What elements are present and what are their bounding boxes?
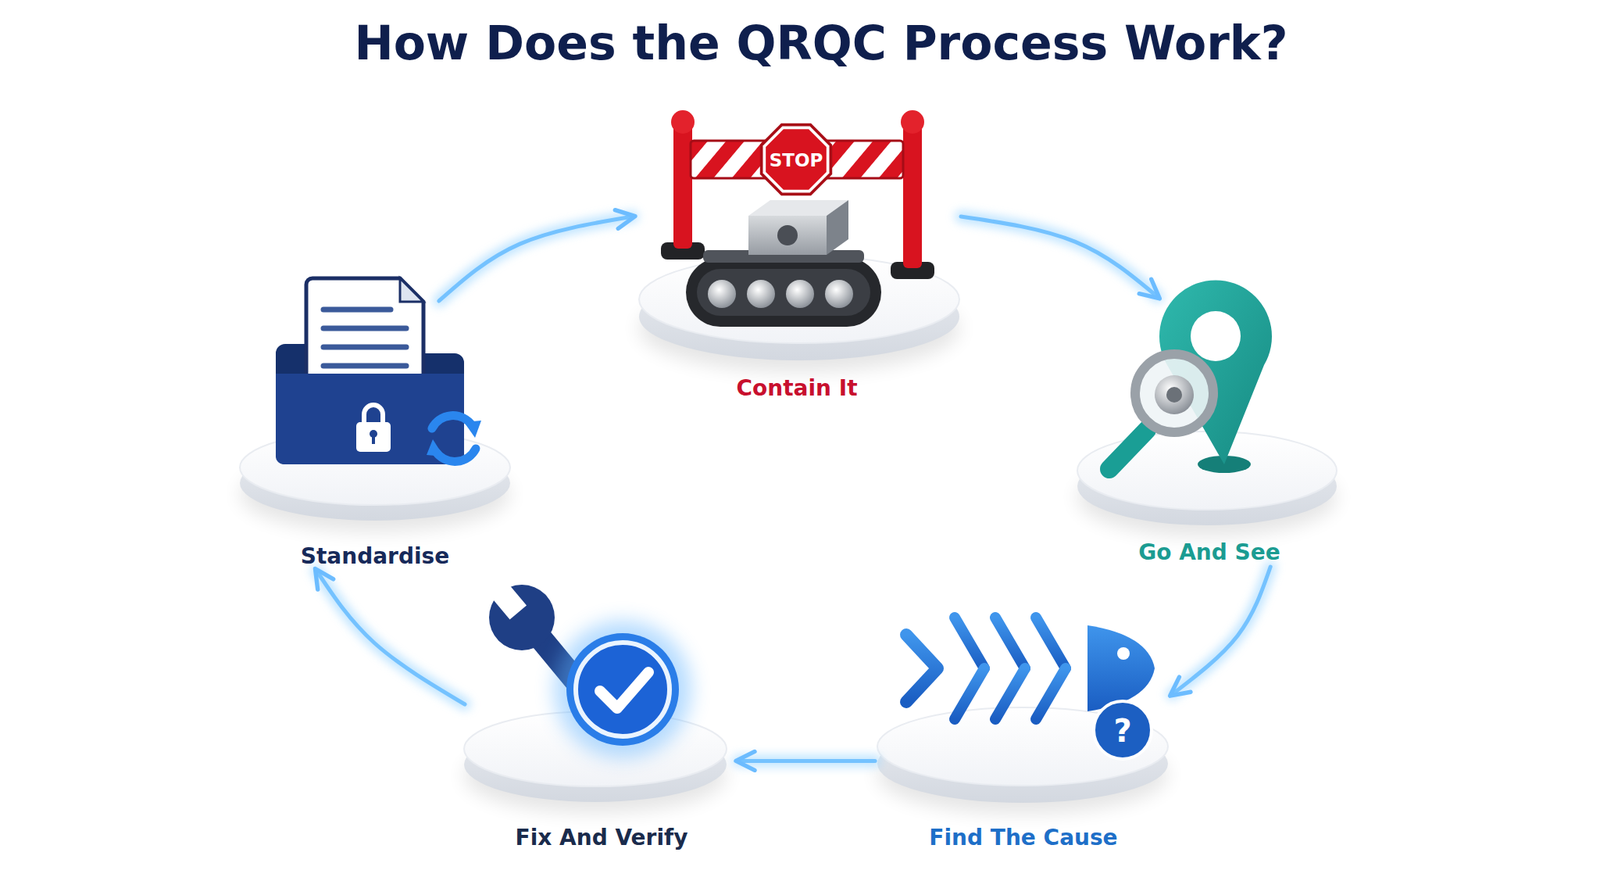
badge-glow [553, 620, 692, 758]
cycle-arrow [738, 760, 875, 761]
fish-rib [995, 617, 1025, 668]
location-pin-icon [1109, 279, 1272, 473]
step-label: Find The Cause [928, 823, 1118, 852]
fish-rib [954, 617, 985, 668]
barrier-icon [660, 110, 935, 279]
fish-rib [995, 667, 1025, 719]
step-label: Fix And Verify [515, 823, 689, 852]
fish-rib [954, 667, 985, 719]
cycle-arrow [439, 216, 633, 301]
arrow-glow [738, 753, 875, 767]
badge-ring [566, 632, 679, 746]
roller [825, 279, 854, 308]
fish-rib [1035, 617, 1066, 668]
stop-sign-edge [760, 123, 833, 196]
step-label: Standardise [300, 542, 450, 571]
lock-body [356, 421, 391, 452]
magnifier-lens [1135, 353, 1214, 433]
stop-sign-border [763, 126, 830, 193]
process-step: Go And See [1076, 296, 1343, 567]
folder-icon [275, 278, 482, 465]
conveyor-icon [685, 200, 882, 327]
roller [746, 279, 775, 308]
roller [785, 279, 815, 308]
refresh-head [464, 420, 482, 438]
pedestal-disc [639, 255, 960, 372]
document-corner [400, 278, 424, 302]
process-step: Contain It [632, 101, 961, 403]
barrier-post [673, 123, 693, 249]
step-label: Contain It [735, 374, 858, 403]
icon-text: STOP [769, 151, 824, 170]
document-line [323, 344, 407, 350]
question-badge [1093, 700, 1152, 759]
check-mark [600, 671, 649, 708]
cycle-arrow-line [1171, 566, 1271, 694]
fish-eye [1117, 646, 1130, 660]
barrier-post [903, 123, 922, 268]
pedestal-disc [877, 707, 1168, 814]
keyhole-slot [371, 434, 375, 444]
arrow-glow [316, 570, 465, 704]
nut-hole [1166, 386, 1183, 403]
wrench-head [489, 584, 555, 650]
cycle-arrow-line [439, 216, 633, 301]
lock-shackle [364, 404, 383, 424]
process-step: Fix And Verify [464, 605, 739, 852]
process-step: Standardise [238, 300, 512, 571]
cycle-arrow [960, 216, 1158, 297]
disc-top [639, 255, 960, 343]
fish-head [1087, 625, 1155, 711]
fish-spine [925, 661, 1102, 675]
fish-tail [906, 634, 938, 702]
document-line [323, 307, 391, 313]
fishbone-icon [906, 617, 1102, 719]
cube-side [826, 200, 849, 255]
stop-sign [765, 128, 827, 190]
document-line [323, 363, 407, 369]
pedestal-disc [1077, 431, 1337, 536]
fish-rib [1035, 667, 1066, 719]
refresh-head [426, 439, 444, 457]
check-badge [553, 620, 692, 758]
cube-front [748, 215, 827, 255]
cycle-arrow-line [960, 216, 1158, 297]
arrow-glow [439, 216, 633, 301]
badge-core [575, 642, 670, 736]
cycle-arrow-line [316, 570, 465, 704]
diagram-title: How Does the QRQC Process Work? [21, 14, 1600, 72]
cycle-arrow [316, 570, 465, 704]
cycle-arrow-line [738, 758, 875, 763]
magnifier-handle [1109, 429, 1147, 469]
post-cap [900, 110, 925, 134]
connectors [316, 216, 1271, 761]
post-cap [671, 110, 695, 134]
conveyor-belt [685, 257, 882, 327]
roller [707, 279, 736, 308]
arrow-glow [1171, 566, 1271, 694]
arrow-glow [960, 216, 1158, 297]
icon-text: ? [1113, 714, 1132, 747]
cycle-arrow [1171, 566, 1271, 694]
document-line [323, 325, 407, 332]
conveyor-inner [696, 268, 871, 316]
cube-hole [777, 225, 798, 246]
nut [1154, 375, 1194, 415]
step-label: Go And See [1138, 538, 1281, 567]
